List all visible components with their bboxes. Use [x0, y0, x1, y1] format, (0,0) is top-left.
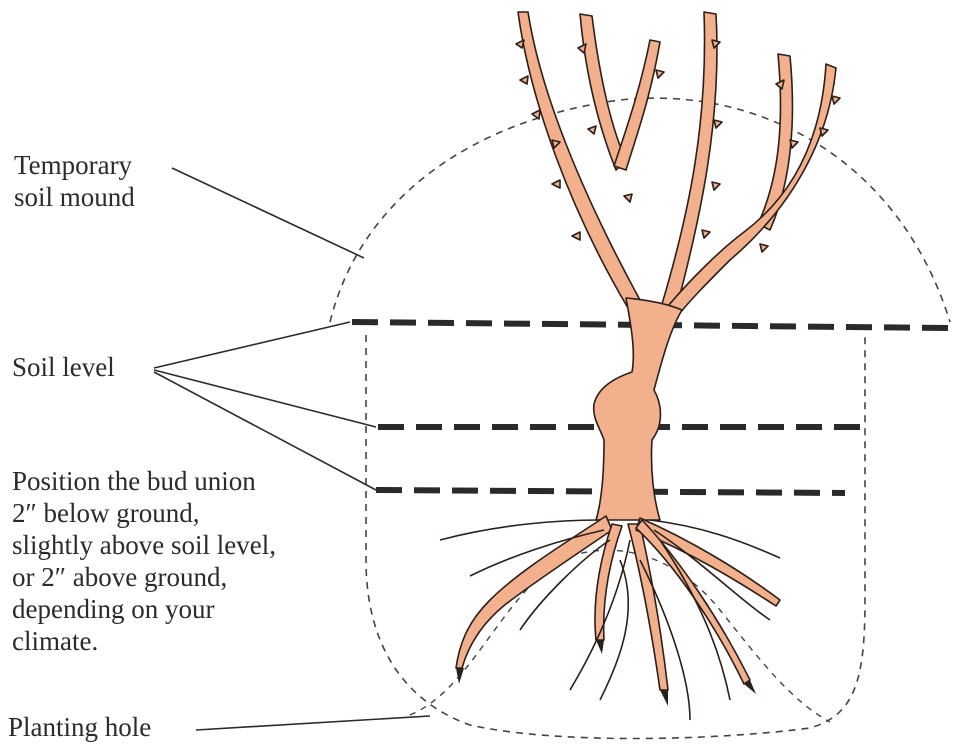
bud-note-line-3: slightly above soil level, — [12, 529, 276, 561]
label-bud-union-note: Position the bud union 2″ below ground, … — [12, 465, 276, 657]
root-main-left — [456, 516, 612, 668]
label-temporary-line-2: soil mound — [14, 181, 135, 213]
temporary-mound-outline — [330, 98, 950, 322]
leader-temporary-mound — [172, 168, 364, 258]
bud-note-line-4: or 2″ above ground, — [12, 561, 276, 593]
trunk — [594, 298, 682, 520]
bud-note-line-2: 2″ below ground, — [12, 497, 276, 529]
bud-note-line-1: Position the bud union — [12, 465, 276, 497]
label-planting-hole: Planting hole — [8, 711, 151, 743]
label-soil-level: Soil level — [12, 351, 115, 383]
label-temporary-soil-mound: Temporary soil mound — [14, 149, 135, 213]
rose-plant — [440, 12, 840, 720]
cane-left-inner — [614, 40, 660, 170]
leader-soil-level-top — [154, 322, 350, 368]
root-tips — [456, 640, 756, 706]
leader-planting-hole — [196, 716, 430, 730]
leader-soil-level-middle — [154, 370, 376, 427]
label-temporary-line-1: Temporary — [14, 149, 135, 181]
bud-note-line-5: depending on your — [12, 593, 276, 625]
bud-note-line-6: climate. — [12, 625, 276, 657]
cane-left — [580, 14, 626, 170]
